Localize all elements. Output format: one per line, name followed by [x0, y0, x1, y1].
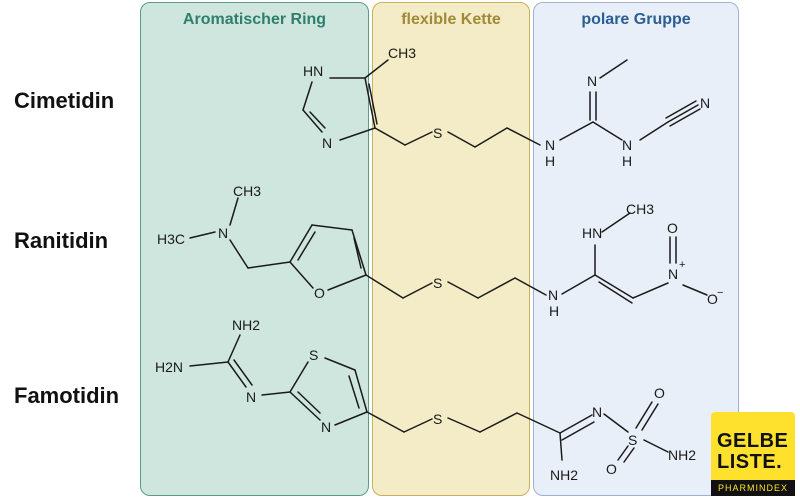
atom-fam-n-ring: N — [321, 419, 331, 435]
logo-line-liste: LISTE. — [717, 451, 783, 473]
atom-ran-nh-lower: N — [548, 287, 558, 303]
atom-fam-n-imine: N — [246, 389, 256, 405]
atom-ran-ch3-upper: CH3 — [626, 201, 654, 217]
atom-fam-o-bottom: O — [606, 461, 617, 477]
atom-ran-minus: − — [717, 287, 723, 299]
atom-ran-h-lower: H — [549, 303, 559, 319]
drug-name-cimetidin: Cimetidin — [14, 88, 115, 113]
zone-title-chain: flexible Kette — [401, 11, 501, 28]
atom-cim-n-imine: N — [587, 73, 597, 89]
logo-line-gelbe: GELBE — [717, 430, 789, 452]
zone-title-aromatic: Aromatischer Ring — [182, 11, 327, 28]
atom-cim-nh2: N — [622, 137, 632, 153]
atom-cim-h1: H — [545, 153, 555, 169]
atom-ran-hn-upper: HN — [582, 225, 602, 241]
atom-ran-o-nitro-right: O — [707, 291, 718, 307]
molecule-ranitidin: CH3 H3C N O S N H HN CH3 N + O O − — [157, 183, 723, 319]
molecule-famotidin: NH2 H2N N S N S NH2 N S O O NH2 — [155, 317, 696, 483]
zone-title-polar: polare Gruppe — [581, 11, 691, 28]
atom-fam-nh2-top: NH2 — [232, 317, 260, 333]
atom-ran-ch3-top: CH3 — [233, 183, 261, 199]
molecule-cimetidin: HN CH3 N S N H N H N N — [302, 45, 710, 169]
atom-ran-o-nitro-top: O — [667, 220, 678, 236]
atom-fam-nh2-bottom: NH2 — [550, 467, 578, 483]
atom-cim-n-ring: N — [322, 135, 332, 151]
zone-aromatic-ring: Aromatischer Ring — [140, 2, 369, 496]
atom-fam-o-top: O — [654, 385, 665, 401]
atom-ran-o-ring: O — [314, 285, 325, 301]
atom-fam-nh2-right: NH2 — [668, 447, 696, 463]
atom-ran-s: S — [433, 275, 442, 291]
atom-fam-h2n: H2N — [155, 359, 183, 375]
logo-line-pharmindex: PHARMINDEX — [711, 480, 795, 496]
atom-cim-n-cyano: N — [700, 95, 710, 111]
atom-ran-h3c: H3C — [157, 231, 185, 247]
atom-fam-n-sulfonyl: N — [592, 404, 602, 420]
atom-cim-nh1: N — [545, 137, 555, 153]
atom-fam-s-ring: S — [309, 347, 318, 363]
zone-flexible-chain: flexible Kette — [372, 2, 530, 496]
atom-cim-hn-ring: HN — [303, 63, 323, 79]
atom-fam-s-sulfonyl: S — [628, 432, 637, 448]
atom-ran-n-amine: N — [218, 225, 228, 241]
atom-cim-h2: H — [622, 153, 632, 169]
zone-polar-group: polare Gruppe — [533, 2, 739, 496]
drug-name-ranitidin: Ranitidin — [14, 228, 109, 253]
atom-cim-methyl: CH3 — [388, 45, 416, 61]
atom-fam-s: S — [433, 411, 442, 427]
drug-name-famotidin: Famotidin — [14, 383, 120, 408]
atom-ran-plus: + — [679, 259, 685, 271]
gelbe-liste-logo: GELBE LISTE. PHARMINDEX — [711, 412, 795, 496]
atom-cim-s: S — [433, 125, 442, 141]
atom-ran-n-nitro: N — [668, 266, 678, 282]
